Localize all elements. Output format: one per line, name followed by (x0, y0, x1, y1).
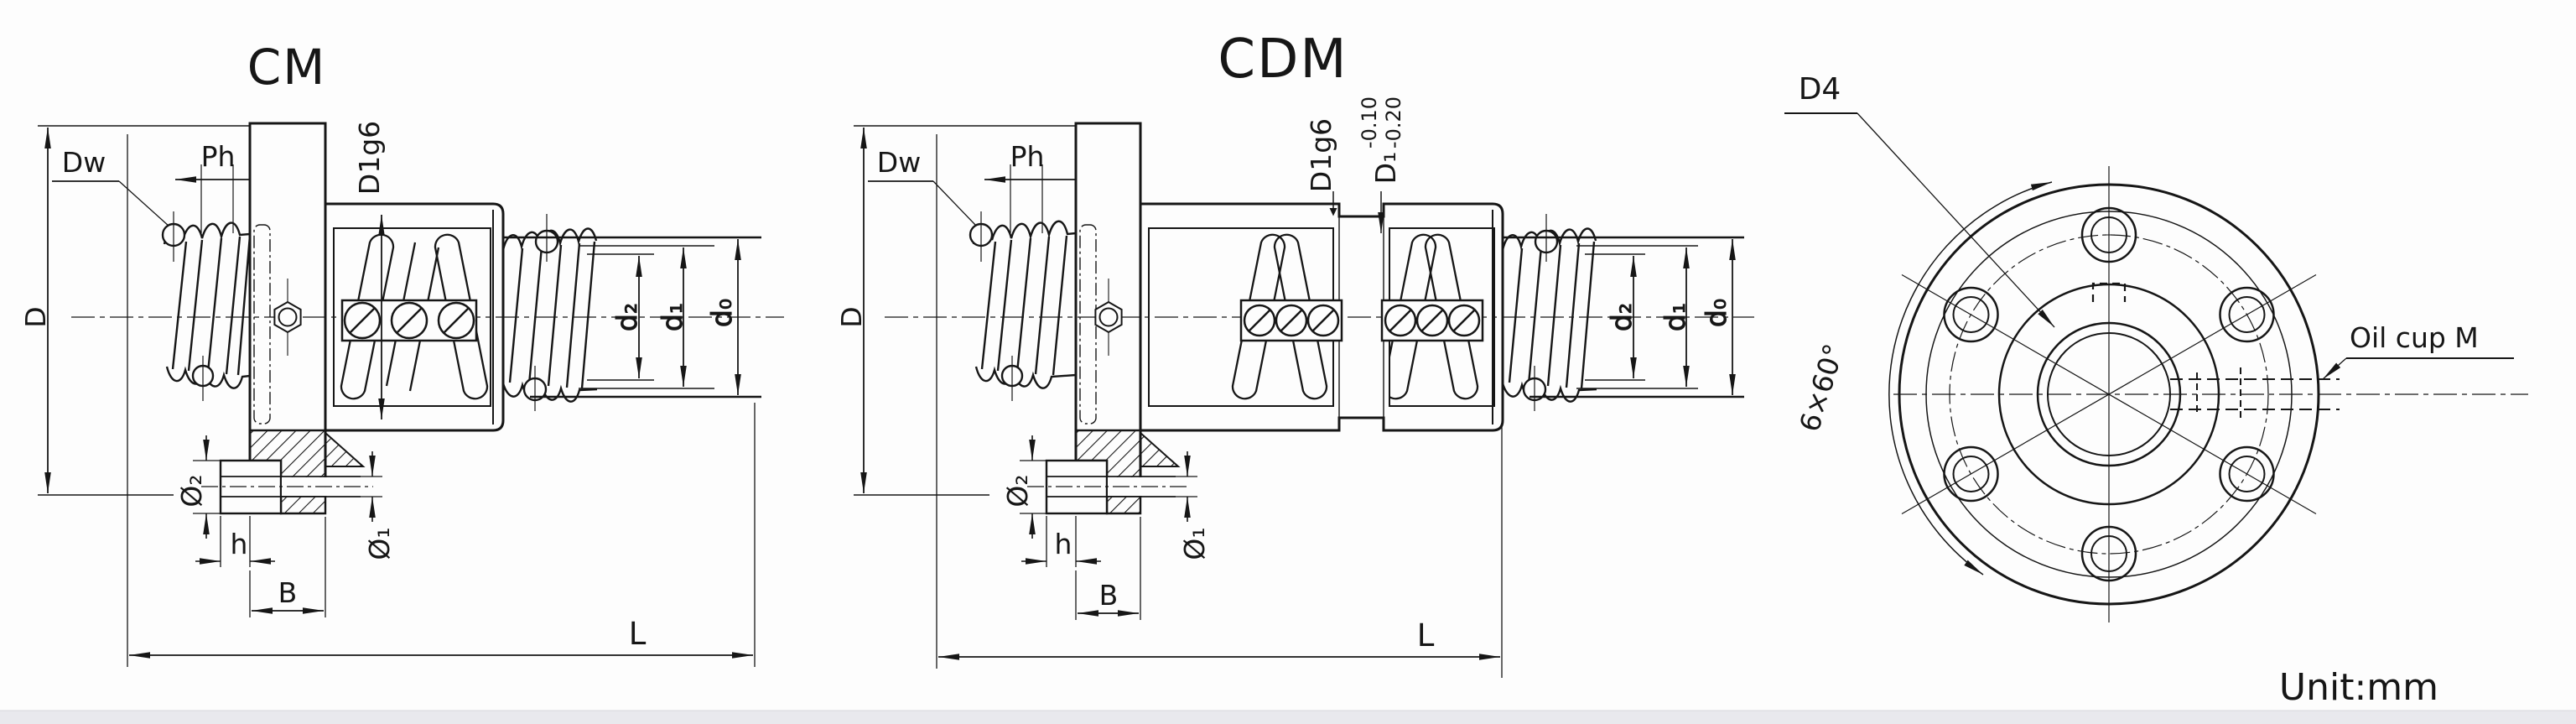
cm-dim-L: L (127, 134, 756, 667)
cm-view-title: CM (247, 39, 327, 96)
cdm-dim-label-d1: d₁ (1659, 303, 1691, 331)
cdm-dims-shaft: d₂ d₁ d₀ (1503, 236, 1744, 398)
cm-dim-label-h: h (231, 528, 248, 560)
flange-bolt-circle (1949, 234, 2269, 555)
cm-left-screw-thread (161, 211, 252, 401)
unit-label: Unit:mm (2279, 666, 2438, 709)
cdm-left-screw-thread (969, 211, 1077, 401)
cdm-dim-D1-tolerance: D₁ -0.10 -0.20 (1358, 96, 1405, 233)
cdm-right-screw-thread (1501, 214, 1597, 411)
cdm-grease-boss-section: Ø₂ Ø₁ h B (1001, 429, 1211, 620)
cm-dim-label-Ph: Ph (201, 140, 236, 173)
cm-dim-label-D: D (19, 306, 52, 327)
cm-dim-label-Dw: Dw (62, 146, 106, 179)
cdm-dim-label-D1-upper: -0.10 (1358, 96, 1381, 148)
cm-dim-label-D1g6: D1g6 (353, 121, 386, 195)
cdm-dim-Dw: Dw (868, 146, 978, 227)
cm-dim-D1g6: D1g6 (353, 121, 386, 419)
cm-return-tube-hidden (253, 224, 271, 425)
cm-ball-row (340, 299, 478, 342)
cm-nut-bore (333, 227, 491, 407)
cdm-dim-label-L: L (1417, 617, 1435, 654)
cdm-view-title: CDM (1218, 29, 1348, 91)
footer-bar (0, 711, 2576, 724)
cdm-double-nut-body (1139, 202, 1504, 432)
cdm-dim-label-Ph: Ph (1010, 140, 1045, 173)
cdm-dim-D: D (835, 125, 1076, 496)
cm-dim-D: D (19, 125, 250, 496)
cdm-dim-L: L (936, 134, 1503, 678)
cdm-grease-fitting (1094, 279, 1123, 356)
cdm-dim-label-dia2: Ø₂ (1001, 474, 1034, 507)
cm-grease-boss-section: Ø₂ Ø₁ h B (175, 429, 396, 617)
cdm-dim-label-h: h (1055, 528, 1072, 560)
flange-dim-D4: D4 (1784, 72, 2055, 328)
cdm-dim-label-D1: D₁ (1369, 152, 1402, 185)
flange-dim-label-D4: D4 (1799, 72, 1841, 107)
cdm-dim-label-Dw: Dw (877, 146, 921, 179)
cdm-nutA-ball-row (1239, 299, 1343, 342)
cm-dims-shaft: d₂ d₁ d₀ (503, 236, 761, 398)
cm-dim-label-d1: d₁ (656, 303, 688, 331)
flange-chamfer-circle (1925, 211, 2293, 578)
cdm-nutA-ball-track (1231, 233, 1328, 400)
cdm-dim-label-d2: d₂ (1605, 303, 1638, 331)
flange-outer-circle (1898, 183, 2320, 606)
cdm-nutB-ball-row (1380, 299, 1484, 342)
cm-dim-label-B: B (278, 576, 298, 609)
view-cm: CM D Dw Ph (19, 39, 784, 667)
cm-nut-body (324, 202, 505, 432)
cm-dim-label-d2: d₂ (610, 303, 643, 331)
cdm-dim-label-dia1: Ø₁ (1178, 527, 1211, 560)
cdm-dim-label-D: D (835, 306, 868, 327)
cdm-dim-label-D1-lower: -0.20 (1382, 96, 1405, 148)
cdm-nutB-ball-track (1389, 233, 1479, 400)
cdm-dim-Ph: Ph (984, 140, 1076, 233)
flange-oil-cup: Oil cup M (2170, 321, 2514, 421)
cm-dim-label-dia2: Ø₂ (175, 474, 208, 507)
cdm-return-tube-hidden (1079, 224, 1097, 425)
view-flange: 6×60° D4 Oil cup M (1784, 72, 2528, 622)
cm-dim-Ph: Ph (175, 140, 250, 233)
cm-dim-label-d0: d₀ (705, 299, 738, 327)
cm-dim-Dw: Dw (52, 146, 170, 227)
flange-dim-label-oil-cup: Oil cup M (2350, 321, 2479, 354)
cm-dim-label-dia1: Ø₁ (363, 527, 396, 560)
flange-dim-label-pattern: 6×60° (1793, 340, 1851, 435)
cdm-dim-D1g6: D1g6 (1305, 118, 1337, 216)
flange-dim-bolt-pattern: 6×60° (1793, 181, 2053, 576)
view-cdm: CDM D Dw Ph (835, 29, 1754, 678)
cm-dim-label-L: L (629, 616, 647, 652)
cdm-dim-label-B: B (1099, 579, 1119, 612)
cm-grease-fitting (273, 279, 302, 356)
cm-right-screw-thread (501, 214, 598, 411)
cdm-dim-label-D1g6: D1g6 (1305, 118, 1337, 192)
cdm-dim-label-d0: d₀ (1700, 299, 1732, 327)
